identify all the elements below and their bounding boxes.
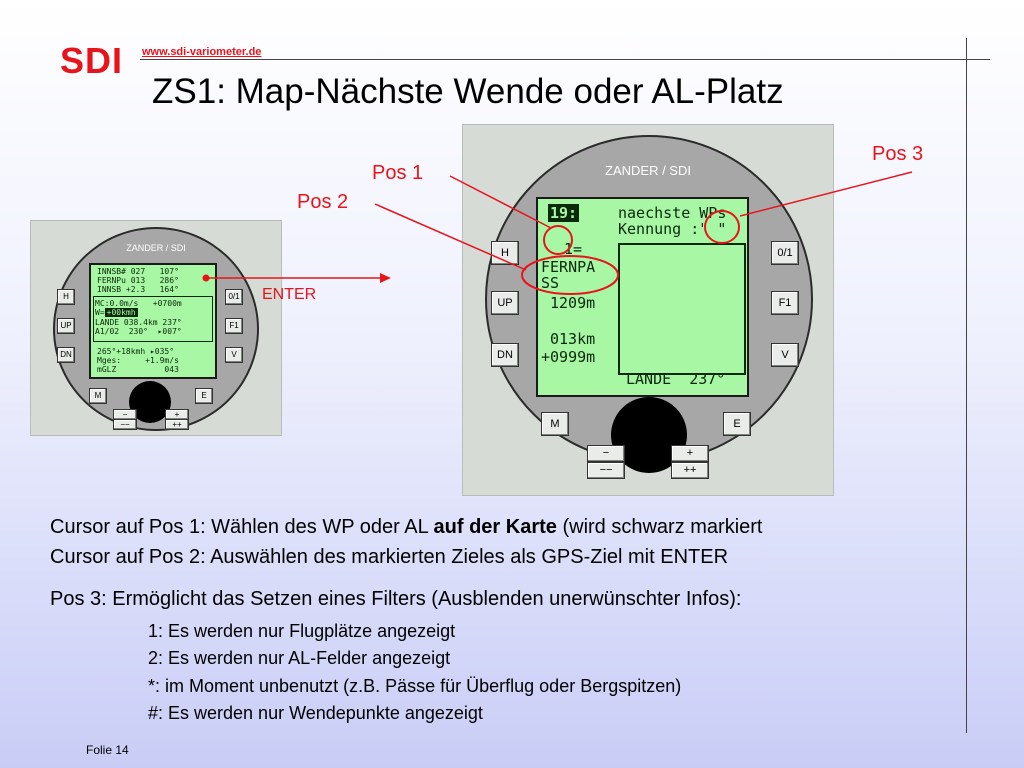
small-f1-button[interactable]: F1 — [225, 318, 243, 334]
lcd-line: 265°+18kmh ▸035° — [97, 347, 175, 356]
lcd-footer: LANDE 237° — [626, 370, 726, 388]
large-dn-button[interactable]: DN — [491, 343, 519, 367]
body-line-3: Pos 3: Ermöglicht das Setzen eines Filte… — [50, 588, 742, 610]
lcd-distance: 013km — [550, 330, 596, 348]
lcd-counter: 19: — [548, 204, 580, 222]
small-device-lcd: INNSB# 027 107° FERNPu 013 286° INNSB +2… — [89, 263, 217, 379]
lcd-line: INNSB# 027 107° — [97, 267, 179, 276]
lcd-line: MC:0.0m/s +0700m — [95, 299, 182, 308]
lcd-height: +0999m — [541, 348, 596, 366]
lcd-line: INNSB +2.3 164° — [97, 285, 179, 294]
body-line-1-pre: Cursor auf Pos 1: Wählen des WP oder AL — [50, 516, 434, 538]
small-device: ZANDER / SDI INNSB# 027 107° FERNPu 013 … — [30, 220, 282, 436]
small-m-button[interactable]: M — [89, 388, 107, 404]
large-01-button[interactable]: 0/1 — [771, 241, 799, 265]
enter-label: ENTER — [262, 286, 317, 303]
lcd-altitude: 1209m — [550, 294, 596, 312]
lcd-line: Kennung :" " — [618, 220, 727, 238]
large-e-button[interactable]: E — [723, 412, 751, 436]
small-dn-button[interactable]: DN — [57, 347, 75, 363]
lcd-map-box — [618, 243, 746, 375]
lcd-line: Mges: +1.9m/s — [97, 356, 179, 365]
large-minusminus-button[interactable]: −− — [587, 462, 625, 479]
lcd-line: FERNPu 013 286° — [97, 276, 179, 285]
small-minusminus-button[interactable]: −− — [113, 419, 137, 430]
filter-item: #: Es werden nur Wendepunkte angezeigt — [148, 703, 483, 723]
body-line-1-post: (wird schwarz markiert — [556, 516, 763, 538]
large-m-button[interactable]: M — [541, 412, 569, 436]
large-plusplus-button[interactable]: ++ — [671, 462, 709, 479]
small-01-button[interactable]: 0/1 — [225, 289, 243, 305]
pos3-label: Pos 3 — [872, 143, 924, 165]
slide-title: ZS1: Map-Nächste Wende oder AL-Platz — [152, 72, 784, 111]
right-rule — [966, 38, 967, 733]
body-line-1-bold: auf der Karte — [433, 516, 557, 538]
large-plus-button[interactable]: + — [671, 445, 709, 462]
lcd-highlight: +00kmh — [104, 308, 138, 317]
lcd-line: A1/02 230° ▸007° — [95, 327, 182, 336]
filter-item: *: im Moment unbenutzt (z.B. Pässe für Ü… — [148, 676, 682, 696]
pos2-label: Pos 2 — [297, 191, 349, 213]
large-device-lcd: 19: naechste WPs Kennung :" " 1= FERNPA … — [536, 197, 749, 397]
large-device-brand: ZANDER / SDI — [605, 163, 691, 178]
website-link[interactable]: www.sdi-variometer.de — [142, 46, 262, 58]
pos1-label: Pos 1 — [372, 162, 424, 184]
small-v-button[interactable]: V — [225, 347, 243, 363]
small-device-brand: ZANDER / SDI — [126, 243, 186, 253]
small-plusplus-button[interactable]: ++ — [165, 419, 189, 430]
large-up-button[interactable]: UP — [491, 291, 519, 315]
pos3-callout-line — [704, 171, 913, 244]
filter-item: 1: Es werden nur Flugplätze angezeigt — [148, 621, 456, 641]
large-v-button[interactable]: V — [771, 343, 799, 367]
lcd-wp-name: FERNPA — [541, 258, 596, 276]
lcd-inner-box — [93, 296, 213, 342]
filter-item: 2: Es werden nur AL-Felder angezeigt — [148, 648, 451, 668]
lcd-line: W=+00kmh — [95, 308, 138, 317]
lcd-line: 19: — [548, 204, 580, 222]
small-e-button[interactable]: E — [195, 388, 213, 404]
small-up-button[interactable]: UP — [57, 318, 75, 334]
lcd-wp-name: SS — [541, 274, 560, 292]
body-line-1: Cursor auf Pos 1: Wählen des WP oder AL … — [50, 516, 762, 539]
large-f1-button[interactable]: F1 — [771, 291, 799, 315]
pos1-callout-line — [449, 175, 573, 255]
body-line-2: Cursor auf Pos 2: Auswählen des markiert… — [50, 546, 729, 568]
lcd-selector: 1= — [564, 240, 583, 258]
pos2-callout-line — [374, 203, 619, 295]
header-rule — [140, 59, 990, 60]
enter-arrow — [202, 273, 391, 283]
slide-number: Folie 14 — [86, 743, 129, 757]
large-minus-button[interactable]: − — [587, 445, 625, 462]
lcd-line: mGLZ 043 — [97, 365, 179, 374]
large-device: ZANDER / SDI 19: naechste WPs Kennung :"… — [462, 124, 834, 496]
lcd-label: W= — [95, 308, 105, 317]
sdi-logo: SDI — [60, 40, 124, 81]
small-h-button[interactable]: H — [57, 289, 75, 305]
lcd-line: LANDE 038.4km 237° — [95, 318, 182, 327]
